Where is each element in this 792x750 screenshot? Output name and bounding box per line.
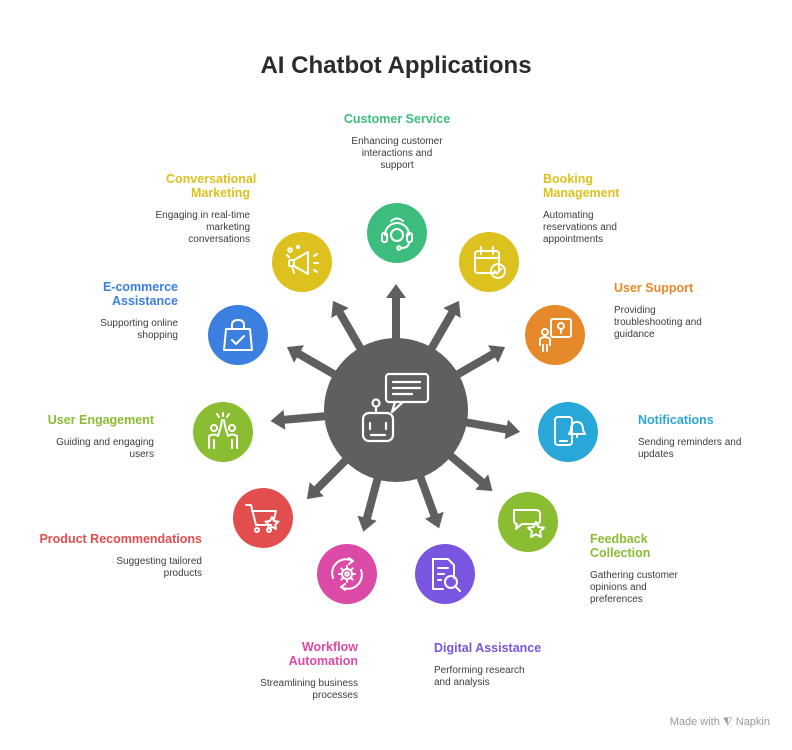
hub-circle: [324, 338, 468, 482]
label-description: Guiding and engaging users: [56, 437, 154, 460]
node-circle-user-support: [525, 305, 585, 365]
label-description: Supporting online shopping: [100, 318, 178, 341]
arrow-product-recommendations: [306, 449, 357, 500]
help-person-icon: [539, 318, 572, 352]
label-description: Providing troubleshooting and guidance: [614, 305, 702, 340]
node-digital-assistance: [415, 544, 475, 604]
node-product-recommendations: [233, 488, 293, 548]
label-title: Product Recommendations: [39, 532, 202, 546]
label-title: Customer Service: [343, 112, 451, 126]
chatbot-icon: [361, 372, 430, 443]
label-description: Streamlining business processes: [260, 678, 358, 701]
label-title: Booking Management: [543, 172, 620, 200]
napkin-credit: Made with ⧨ Napkin: [669, 716, 770, 728]
label-description: Suggesting tailored products: [116, 556, 202, 579]
node-circle-conversational-marketing: [272, 232, 332, 292]
node-workflow-automation: [317, 544, 377, 604]
node-user-support: [525, 305, 585, 365]
label-title: Notifications: [638, 413, 714, 427]
arrow-user-support: [446, 345, 506, 384]
node-circle-ecommerce-assistance: [208, 305, 268, 365]
arrow-booking-management: [422, 300, 461, 360]
label-title: User Engagement: [47, 413, 154, 427]
node-circle-booking-management: [459, 232, 519, 292]
phone-bell-icon: [554, 416, 586, 446]
node-circle-customer-service: [367, 203, 427, 263]
headset-icon: [381, 217, 413, 251]
high-five-icon: [208, 412, 238, 449]
node-user-engagement: [193, 402, 253, 462]
node-circle-feedback-collection: [498, 492, 558, 552]
label-title: Feedback Collection: [590, 532, 651, 560]
arrow-workflow-automation: [357, 466, 385, 532]
arrow-conversational-marketing: [331, 300, 370, 360]
arrow-digital-assistance: [412, 465, 444, 529]
label-description: Sending reminders and updates: [638, 437, 742, 460]
megaphone-icon: [286, 244, 319, 275]
arrow-notifications: [454, 416, 521, 440]
arrow-user-engagement: [270, 409, 337, 430]
arrow-feedback-collection: [439, 445, 493, 491]
arrow-ecommerce-assistance: [286, 345, 346, 384]
node-booking-management: [459, 232, 519, 292]
node-circle-product-recommendations: [233, 488, 293, 548]
page-title: AI Chatbot Applications: [260, 52, 532, 79]
label-description: Gathering customer opinions and preferen…: [590, 570, 678, 605]
label-title: User Support: [614, 281, 694, 295]
document-search-icon: [432, 558, 461, 592]
star-bubble-icon: [513, 509, 545, 538]
node-feedback-collection: [498, 492, 558, 552]
shopping-bag-check-icon: [223, 319, 253, 351]
label-title: Digital Assistance: [434, 641, 542, 655]
label-title: E-commerce Assistance: [102, 280, 178, 308]
cart-star-icon: [245, 504, 280, 533]
node-circle-notifications: [538, 402, 598, 462]
label-title: Workflow Automation: [288, 640, 358, 668]
label-description: Engaging in real-time marketing conversa…: [155, 210, 251, 245]
node-ecommerce-assistance: [208, 305, 268, 365]
label-title: Conversational Marketing: [166, 172, 257, 200]
calendar-check-icon: [474, 246, 506, 279]
label-description: Performing research and analysis: [434, 665, 525, 688]
arrow-customer-service: [386, 284, 406, 350]
label-description: Enhancing customer interactions and supp…: [351, 136, 443, 171]
node-circle-user-engagement: [193, 402, 253, 462]
label-description: Automating reservations and appointments: [543, 210, 617, 245]
node-conversational-marketing: [272, 232, 332, 292]
gear-cycle-icon: [331, 557, 363, 591]
node-circle-workflow-automation: [317, 544, 377, 604]
nodes-layer: [193, 203, 598, 604]
arrows-layer: [270, 284, 521, 532]
node-notifications: [538, 402, 598, 462]
node-customer-service: [367, 203, 427, 263]
